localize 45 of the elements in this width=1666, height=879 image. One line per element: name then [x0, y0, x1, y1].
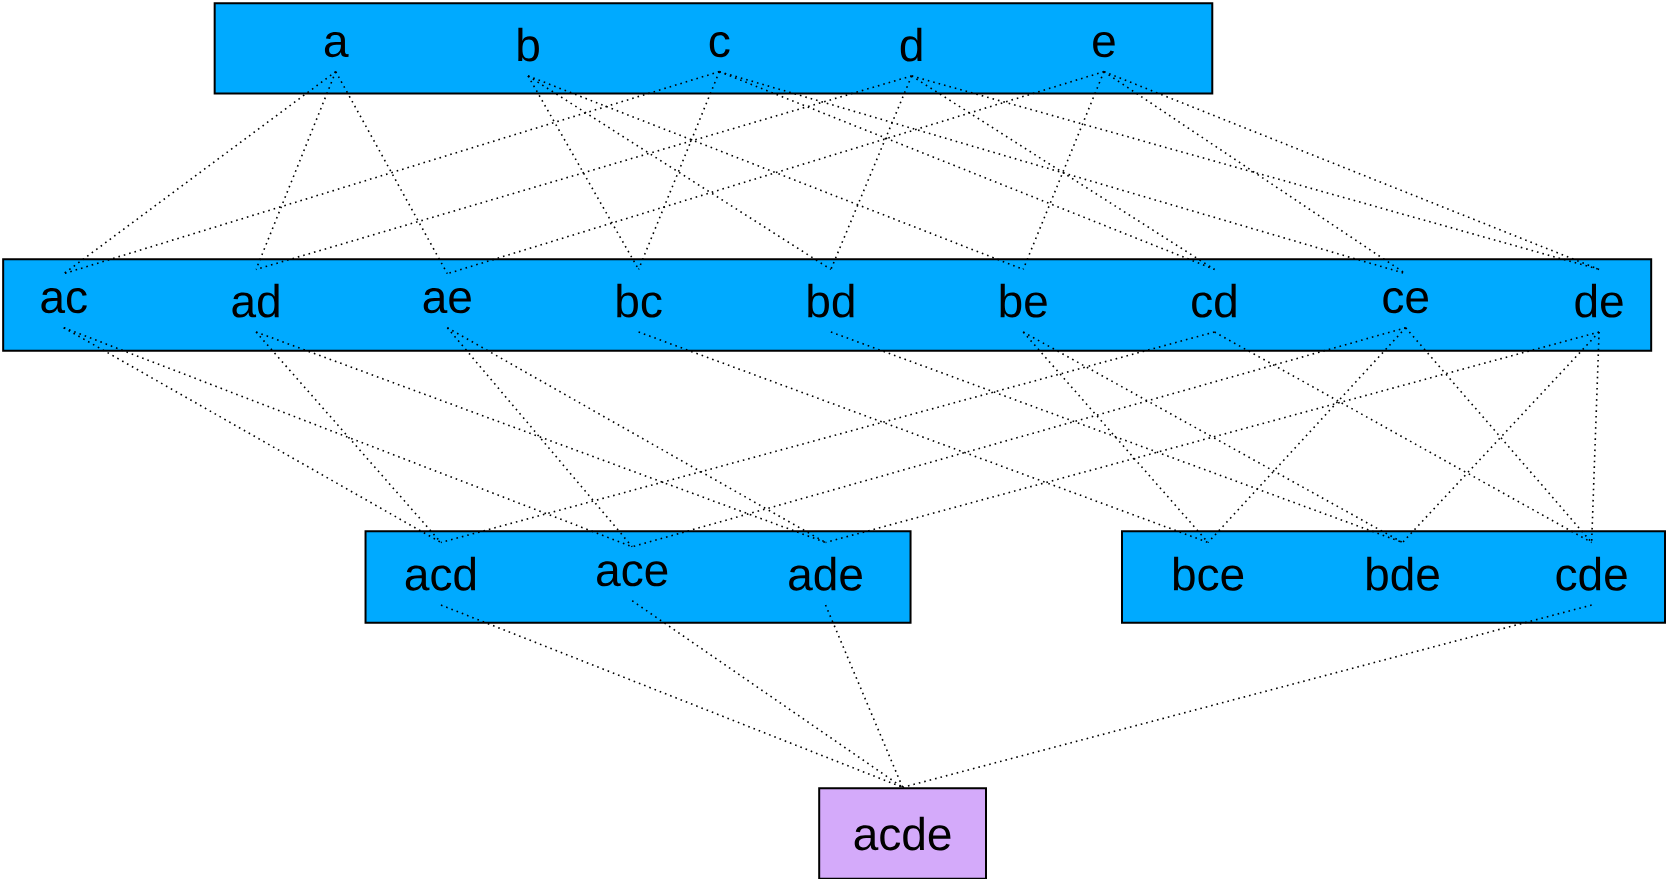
- item-label: be: [1000, 283, 1047, 318]
- item-label: cde: [1556, 556, 1627, 591]
- item-label: ac: [41, 288, 87, 314]
- connector-line: [1590, 331, 1600, 544]
- item-label: a: [324, 32, 349, 58]
- result-box: acde: [818, 787, 987, 879]
- group-band: [2, 258, 1653, 352]
- item-label: bd: [808, 283, 854, 318]
- item-label: acd: [405, 556, 476, 591]
- item-label: b: [518, 27, 539, 62]
- item-label: ad: [232, 283, 279, 318]
- group-band: [213, 2, 1214, 95]
- item-label: cd: [1192, 283, 1236, 318]
- item-label: ce: [1383, 288, 1428, 314]
- connector-line: [637, 70, 721, 271]
- connector-line: [1103, 70, 1600, 271]
- connector-line: [910, 75, 1600, 271]
- item-label: ace: [597, 561, 668, 587]
- item-label: e: [1093, 32, 1115, 58]
- connector-line: [1213, 331, 1593, 544]
- connector-line: [901, 604, 1593, 789]
- item-label: bc: [617, 283, 662, 318]
- connector-line: [1207, 326, 1407, 544]
- connector-line: [446, 326, 827, 544]
- connector-line: [334, 70, 449, 275]
- item-label: de: [1575, 283, 1623, 318]
- connector-line: [1022, 70, 1105, 271]
- connector-line: [637, 331, 1209, 544]
- item-label: bce: [1173, 556, 1244, 591]
- item-label: c: [709, 32, 730, 58]
- connector-line: [1022, 331, 1404, 544]
- connector-line: [440, 331, 1216, 544]
- connector-line: [830, 75, 913, 271]
- connector-line: [631, 599, 904, 789]
- connector-line: [631, 326, 1407, 548]
- item-label: ade: [789, 556, 862, 591]
- connector-line: [62, 70, 337, 275]
- group-band: [364, 530, 912, 624]
- item-label: ae: [423, 288, 471, 314]
- connector-line: [255, 331, 827, 544]
- item-label: bde: [1367, 556, 1439, 591]
- item-label: d: [900, 27, 922, 62]
- connector-line: [62, 326, 633, 548]
- connector-line: [446, 70, 1105, 275]
- group-band: [1121, 530, 1666, 624]
